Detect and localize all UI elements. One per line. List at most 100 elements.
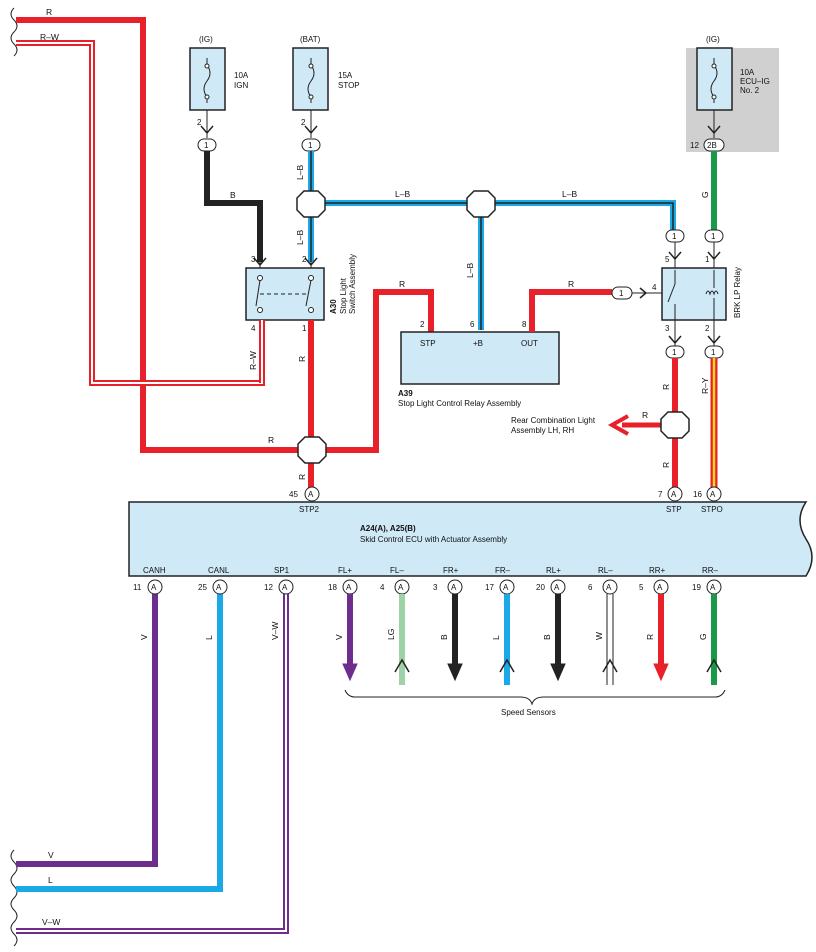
arrow-down-icon bbox=[447, 663, 463, 682]
pin-conn: A bbox=[216, 583, 222, 592]
pin-num: 6 bbox=[588, 583, 593, 592]
ecu-title: A24(A), A25(B) bbox=[360, 524, 416, 533]
pin-conn: A bbox=[451, 583, 457, 592]
pin-num: 3 bbox=[433, 583, 438, 592]
fuse-name: ECU–IG bbox=[740, 77, 770, 86]
pin-name: RL– bbox=[598, 566, 613, 575]
pin-connector bbox=[278, 579, 294, 595]
rear-light-label-2: Assembly LH, RH bbox=[511, 426, 574, 435]
pin-conn: A bbox=[710, 490, 716, 499]
relay-pin: 8 bbox=[522, 320, 527, 329]
left-break-marks bbox=[10, 7, 18, 947]
wire-label: V–W bbox=[270, 622, 280, 640]
pin-num: 5 bbox=[639, 583, 644, 592]
switch-pin: 1 bbox=[302, 324, 307, 333]
stop-light-switch: 3 2 4 1 A30 Stop Light Switch Assembly bbox=[245, 254, 357, 333]
relay-pin: 6 bbox=[470, 320, 475, 329]
fuse-name: IGN bbox=[234, 81, 248, 90]
pin-conn: A bbox=[151, 583, 157, 592]
relay-code: A39 bbox=[398, 389, 413, 398]
switch-name: Stop Light bbox=[339, 277, 348, 314]
wire-label-r: R bbox=[661, 384, 671, 390]
wire-label-lb: L–B bbox=[562, 189, 577, 199]
relay-terminal: STP bbox=[420, 339, 436, 348]
splice-point bbox=[660, 411, 690, 439]
fuse-name-2: No. 2 bbox=[740, 86, 760, 95]
wire-label-r: R bbox=[661, 462, 671, 468]
pin-conn: A bbox=[710, 583, 716, 592]
splice-point bbox=[466, 190, 496, 218]
pin-num: 12 bbox=[264, 583, 273, 592]
pin-name: FR+ bbox=[443, 566, 459, 575]
relay-conn: 1 bbox=[711, 348, 716, 357]
rear-light-label: Rear Combination Light bbox=[511, 416, 596, 425]
stop-light-control-relay: 2 6 8 STP +B OUT A39 Stop Light Control … bbox=[398, 320, 560, 408]
pin-num: 17 bbox=[485, 583, 494, 592]
relay-conn: 1 bbox=[711, 232, 716, 241]
fuse-pin: 2 bbox=[197, 118, 202, 127]
arrow-down-icon bbox=[653, 663, 669, 682]
relay-conn: 1 bbox=[672, 348, 677, 357]
skid-control-ecu: A24(A), A25(B) Skid Control ECU with Act… bbox=[128, 501, 813, 577]
fuse-rating: 10A bbox=[740, 68, 755, 77]
wire-label: W bbox=[594, 632, 604, 640]
pin-num: 4 bbox=[380, 583, 385, 592]
fuse-source: (IG) bbox=[199, 35, 213, 44]
fuse-ign: (IG) 10A IGN 2 1 bbox=[189, 35, 249, 152]
wire-vw-sp1 bbox=[16, 594, 289, 934]
wire-label: V bbox=[334, 634, 344, 640]
arrow-up-icon bbox=[602, 658, 618, 673]
relay-conn: 1 bbox=[619, 289, 624, 298]
wire-label-r: R bbox=[46, 7, 52, 17]
wire-label-r: R bbox=[297, 474, 307, 480]
pin-conn: A bbox=[398, 583, 404, 592]
relay-pin: 5 bbox=[665, 255, 670, 264]
pin-name: SP1 bbox=[274, 566, 290, 575]
arrow-up-icon bbox=[394, 658, 410, 673]
wire-label: LG bbox=[386, 629, 396, 640]
pin-name: STP2 bbox=[299, 505, 320, 514]
pin-num: 25 bbox=[198, 583, 207, 592]
wire-label: L bbox=[204, 635, 214, 640]
wire-label-g: G bbox=[700, 191, 710, 198]
switch-pin: 3 bbox=[251, 255, 256, 264]
switch-pin: 2 bbox=[302, 255, 307, 264]
splice-point bbox=[296, 190, 326, 218]
wire-lb bbox=[308, 151, 676, 330]
ecu-top-pins: A 45 STP2 A 7 STP A 16 STPO bbox=[289, 486, 723, 514]
pin-conn: A bbox=[606, 583, 612, 592]
pin-name: STPO bbox=[701, 505, 723, 514]
relay-pin: 2 bbox=[705, 324, 710, 333]
splice-point bbox=[297, 436, 327, 464]
pin-conn: A bbox=[503, 583, 509, 592]
brk-lp-relay: 1 1 5 1 4 3 2 BRK LP Relay 1 1 bbox=[652, 229, 742, 359]
wire-label-rw: R–W bbox=[40, 32, 59, 42]
fuse-source: (IG) bbox=[706, 35, 720, 44]
fuse-conn: 1 bbox=[204, 141, 209, 150]
ecu-subtitle: Skid Control ECU with Actuator Assembly bbox=[360, 535, 507, 544]
wire-label-lb: L–B bbox=[395, 189, 410, 199]
pin-name: RR+ bbox=[649, 566, 666, 575]
wire-r-top bbox=[16, 17, 312, 453]
wire-label-rw: R–W bbox=[248, 351, 258, 370]
pin-num: 20 bbox=[536, 583, 545, 592]
pin-num: 19 bbox=[692, 583, 701, 592]
fuse-source: (BAT) bbox=[300, 35, 321, 44]
pin-num: 7 bbox=[658, 490, 663, 499]
relay-name: BRK LP Relay bbox=[733, 267, 742, 318]
wire-l-canl bbox=[16, 594, 223, 892]
wire-label-lb: L–B bbox=[295, 165, 305, 180]
fuse-pin: 2 bbox=[301, 118, 306, 127]
fuse-conn: 1 bbox=[308, 141, 313, 150]
fuse-stop: (BAT) 15A STOP 2 1 bbox=[292, 35, 360, 152]
pin-name: CANL bbox=[208, 566, 230, 575]
switch-pin: 4 bbox=[251, 324, 256, 333]
wire-r-stp bbox=[312, 289, 434, 453]
relay-pin: 4 bbox=[652, 283, 657, 292]
pin-connector bbox=[602, 579, 618, 595]
relay-conn: 1 bbox=[672, 232, 677, 241]
wire-label-r: R bbox=[297, 356, 307, 362]
wire-label-lb: L–B bbox=[295, 230, 305, 245]
wire-label: V bbox=[139, 634, 149, 640]
